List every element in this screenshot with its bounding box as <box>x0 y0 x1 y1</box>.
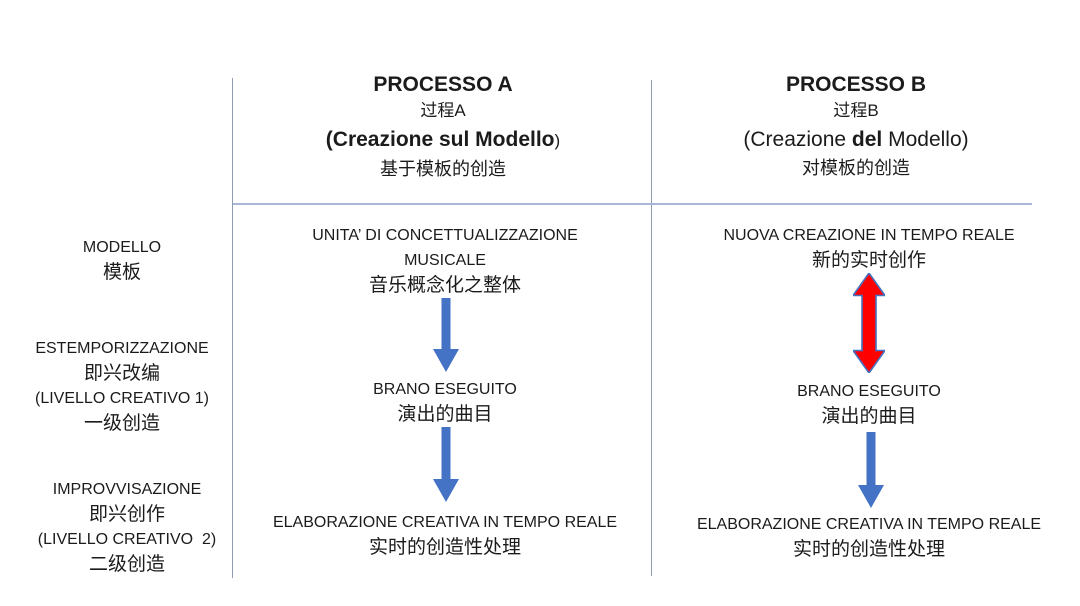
node-text: NUOVA CREAZIONE IN TEMPO REALE <box>723 227 1015 244</box>
row-label-text-zh: 即兴创作 <box>88 504 165 525</box>
node-text: BRANO ESEGUITO <box>373 381 517 398</box>
node-text: MUSICALE <box>404 252 486 269</box>
row-label-text: IMPROVVISAZIONE <box>52 481 202 498</box>
process-b-node-brano-eseguito: BRANO ESEGUITO 演出的曲目 <box>659 379 1079 430</box>
process-a-header: PROCESSO A 过程A (Creazione sul Modello) 基… <box>243 71 643 183</box>
process-b-node-elaborazione: ELABORAZIONE CREATIVA IN TEMPO REALE 实时的… <box>651 512 1080 563</box>
node-text: ELABORAZIONE CREATIVA IN TEMPO REALE <box>272 514 618 531</box>
row-label-text: ESTEMPORIZZAZIONE <box>35 340 209 357</box>
node-text-zh: 新的实时创作 <box>811 250 926 271</box>
node-text-zh: 实时的创造性处理 <box>368 537 521 558</box>
row-label-text: MODELLO <box>82 239 162 256</box>
column-divider-left <box>232 78 233 578</box>
node-text: UNITA’ DI CONCETTUALIZZAZIONE <box>312 227 578 244</box>
process-b-subtitle: (Creazione del Modello) <box>646 124 1066 155</box>
row-label-text-zh: 模板 <box>102 262 141 283</box>
process-a-node-brano-eseguito: BRANO ESEGUITO 演出的曲目 <box>245 377 645 428</box>
down-arrow-icon <box>433 427 459 502</box>
row-label-text-zh: 即兴改编 <box>83 363 160 384</box>
process-a-subtitle-zh: 基于模板的创造 <box>380 159 506 179</box>
process-a-title: PROCESSO A <box>373 73 513 96</box>
process-a-node-elaborazione: ELABORAZIONE CREATIVA IN TEMPO REALE 实时的… <box>233 510 657 561</box>
node-text: ELABORAZIONE CREATIVA IN TEMPO REALE <box>696 516 1042 533</box>
process-b-title-zh: 过程B <box>833 101 879 120</box>
node-text-zh: 音乐概念化之整体 <box>368 275 521 296</box>
row-label-level-zh: 一级创造 <box>83 413 160 434</box>
row-label-level-zh: 二级创造 <box>88 554 165 575</box>
subtitle-emphasis: del <box>851 128 883 151</box>
down-arrow-icon <box>433 298 459 372</box>
subtitle-emphasis: sul <box>439 128 470 151</box>
column-divider-right <box>651 80 652 576</box>
process-a-subtitle: (Creazione sul Modello) <box>243 124 643 156</box>
node-text-zh: 演出的曲目 <box>821 406 917 427</box>
header-divider-line <box>233 203 1032 205</box>
double-arrow-icon <box>851 271 887 375</box>
node-text-zh: 演出的曲目 <box>397 404 493 425</box>
subtitle-post: Modello <box>469 128 555 151</box>
process-b-title: PROCESSO B <box>785 73 927 96</box>
node-text-zh: 实时的创造性处理 <box>792 539 945 560</box>
process-b-subtitle-zh: 对模板的创造 <box>802 158 910 178</box>
subtitle-open: (Creazione <box>743 128 852 151</box>
process-b-node-nuova-creazione: NUOVA CREAZIONE IN TEMPO REALE 新的实时创作 <box>659 223 1079 274</box>
row-label-estemporizzazione: ESTEMPORIZZAZIONE 即兴改编 (LIVELLO CREATIVO… <box>22 336 222 436</box>
subtitle-close: ) <box>554 131 561 150</box>
row-label-modello: MODELLO 模板 <box>22 235 222 285</box>
process-a-title-zh: 过程A <box>420 101 466 120</box>
subtitle-open: (Creazione <box>325 128 439 151</box>
process-b-header: PROCESSO B 过程B (Creazione del Modello) 对… <box>646 71 1066 182</box>
node-text: BRANO ESEGUITO <box>797 383 941 400</box>
row-label-level: (LIVELLO CREATIVO 2) <box>37 531 217 548</box>
row-label-improvvisazione: IMPROVVISAZIONE 即兴创作 (LIVELLO CREATIVO 2… <box>22 477 232 577</box>
row-label-level: (LIVELLO CREATIVO 1) <box>35 390 209 407</box>
subtitle-post: Modello) <box>882 128 969 151</box>
process-a-node-concettualizzazione: UNITA’ DI CONCETTUALIZZAZIONE MUSICALE 音… <box>245 223 645 299</box>
down-arrow-icon <box>858 432 884 508</box>
